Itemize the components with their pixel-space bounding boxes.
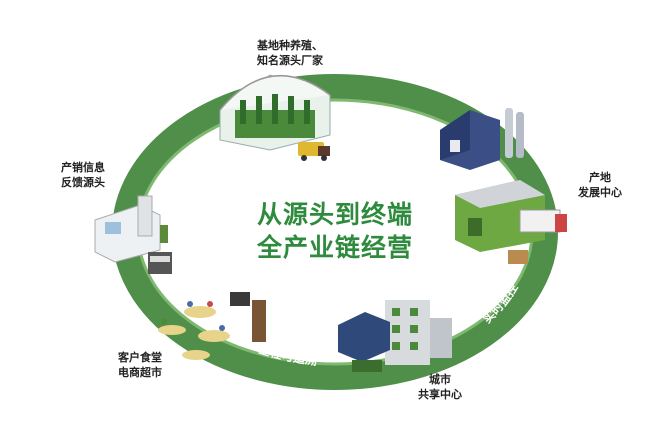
truck-small-icon bbox=[298, 142, 330, 161]
node-label-feedback: 产销信息 反馈源头 bbox=[61, 161, 105, 189]
restaurant-illustration bbox=[158, 292, 266, 360]
node-label-customer: 客户食堂 电商超市 bbox=[118, 351, 162, 379]
node-label-city: 城市 共享中心 bbox=[418, 373, 462, 401]
node-label-farm: 基地种养殖、 知名源头厂家 bbox=[257, 39, 323, 67]
arc-label-cold-chain: 冷链运输 bbox=[354, 109, 405, 125]
center-slogan-line2: 全产业链经营 bbox=[256, 233, 413, 262]
factory-illustration bbox=[440, 108, 524, 170]
office-illustration bbox=[94, 195, 172, 274]
center-slogan: 从源头到终端 全产业链经营 bbox=[230, 198, 440, 264]
city-illustration bbox=[338, 300, 452, 372]
warehouse-illustration bbox=[455, 180, 567, 264]
greenhouse-illustration bbox=[219, 74, 331, 151]
node-label-production: 产地 发展中心 bbox=[578, 171, 622, 199]
center-slogan-line1: 从源头到终端 bbox=[256, 200, 413, 229]
